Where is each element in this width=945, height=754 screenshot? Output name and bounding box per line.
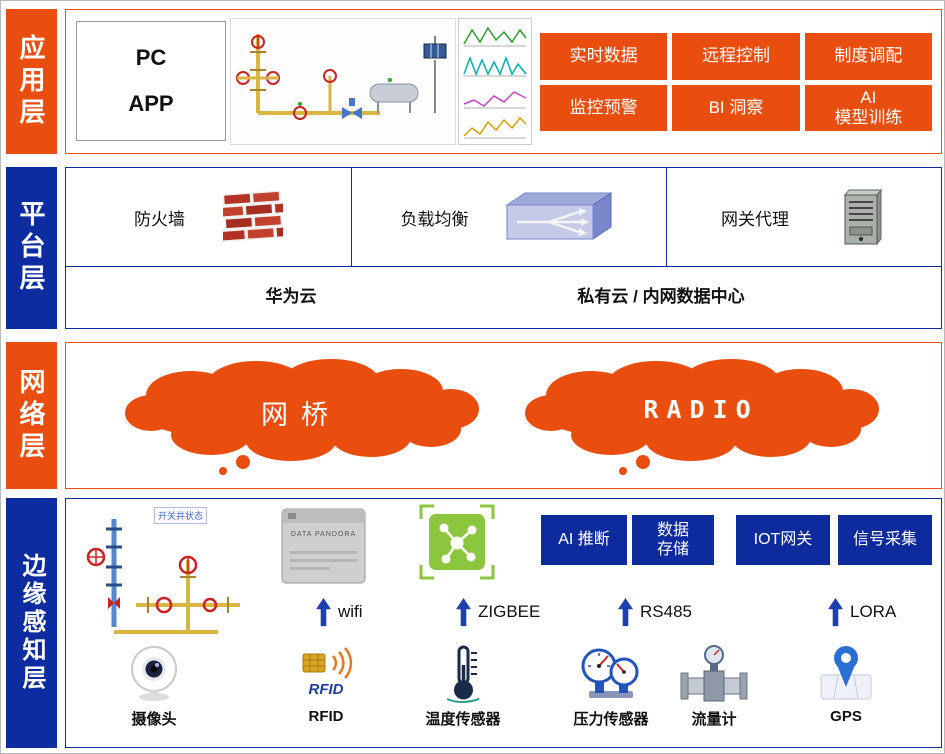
gps-label: GPS xyxy=(830,708,862,725)
monitoring-alert-button[interactable]: 监控预警 xyxy=(540,84,668,131)
load-balancer-cell: 负载均衡 xyxy=(351,168,666,266)
flow-meter-device: 流量计 xyxy=(659,639,769,729)
rfid-icon-text: RFID xyxy=(308,680,344,698)
app-label: APP xyxy=(128,91,174,116)
load-balancer-icon xyxy=(504,192,613,240)
up-arrow-icon xyxy=(456,597,471,627)
layer-label-network: 网络层 xyxy=(6,342,57,489)
rfid-chip-icon xyxy=(302,646,353,679)
layer-label-edge: 边缘感知层 xyxy=(6,498,57,748)
data-pandora-label: DATA PANDORA xyxy=(290,531,357,538)
protocol-wifi: wifi xyxy=(316,597,363,627)
pressure-gauge-icon xyxy=(581,648,639,698)
platform-layer-panel: 防火墙 负载均衡 xyxy=(65,167,942,329)
up-arrow-icon xyxy=(316,597,331,627)
remote-control-button[interactable]: 远程控制 xyxy=(672,33,800,80)
divider xyxy=(351,168,352,266)
edge-gateway-box-icon xyxy=(281,508,366,584)
protocol-lora: LORA xyxy=(828,597,896,627)
wellhead-schematic-icon xyxy=(86,519,240,634)
load-balancer-label: 负载均衡 xyxy=(400,209,469,229)
trend-charts-icon xyxy=(458,18,532,145)
radio-cloud-label: RADIO xyxy=(643,395,759,424)
radio-cloud: RADIO xyxy=(521,357,881,477)
cloud-shape-icon xyxy=(525,359,879,475)
pc-app-box: PC APP xyxy=(76,21,226,141)
rfid-device: RFID RFID xyxy=(271,639,381,725)
bridge-cloud-label: 网桥 xyxy=(261,400,341,430)
ai-inference-chip[interactable]: AI 推断 xyxy=(541,515,627,565)
gps-pin-icon xyxy=(820,646,872,700)
cloud-shape-icon xyxy=(125,359,479,475)
scada-diagram-icon xyxy=(230,18,456,145)
protocol-zigbee: ZIGBEE xyxy=(456,597,540,627)
divider xyxy=(666,168,667,266)
rfid-label: RFID xyxy=(308,708,344,725)
layer-label-platform: 平台层 xyxy=(6,167,57,329)
zigbee-module-icon xyxy=(419,504,495,580)
private-cloud-label: 私有云 / 内网数据中心 xyxy=(577,287,745,306)
gateway-proxy-label: 网关代理 xyxy=(721,209,789,229)
huawei-cloud-label: 华为云 xyxy=(265,287,317,306)
up-arrow-icon xyxy=(828,597,843,627)
divider xyxy=(66,266,941,267)
bridge-cloud: 网桥 xyxy=(121,357,481,477)
gateway-server-icon xyxy=(843,188,883,246)
protocol-zigbee-label: ZIGBEE xyxy=(478,602,541,621)
edge-layer-panel: 开关井状态 DATA PANDORA xyxy=(65,498,942,748)
layer-label-application: 应用层 xyxy=(6,9,57,154)
feature-button-grid: 实时数据 远程控制 制度调配 监控预警 BI 洞察 AI 模型训练 xyxy=(540,33,932,131)
pc-label: PC xyxy=(135,45,167,70)
thermometer-icon xyxy=(446,645,480,703)
firewall-cell: 防火墙 xyxy=(66,168,351,266)
firewall-label: 防火墙 xyxy=(134,209,185,229)
pressure-sensor-label: 压力传感器 xyxy=(573,711,649,728)
protocol-rs485: RS485 xyxy=(618,597,692,627)
webcam-icon xyxy=(131,646,177,701)
gps-device: GPS xyxy=(791,639,901,725)
protocol-lora-label: LORA xyxy=(850,602,897,621)
gateway-proxy-cell: 网关代理 xyxy=(666,168,940,266)
flow-meter-label: 流量计 xyxy=(691,711,737,728)
realtime-data-button[interactable]: 实时数据 xyxy=(540,33,668,80)
protocol-rs485-label: RS485 xyxy=(640,602,692,621)
protocol-wifi-label: wifi xyxy=(338,602,363,621)
up-arrow-icon xyxy=(618,597,633,627)
iot-gateway-chip[interactable]: IOT网关 xyxy=(736,515,830,565)
firewall-brick-icon xyxy=(223,191,283,243)
ai-training-button[interactable]: AI 模型训练 xyxy=(804,84,932,131)
camera-label: 摄像头 xyxy=(131,711,177,728)
application-layer-panel: PC APP xyxy=(65,9,942,154)
scheduling-button[interactable]: 制度调配 xyxy=(804,33,932,80)
flow-meter-icon xyxy=(680,645,748,702)
temperature-sensor-device: 温度传感器 xyxy=(408,639,518,729)
temperature-sensor-label: 温度传感器 xyxy=(425,711,501,728)
bi-insight-button[interactable]: BI 洞察 xyxy=(672,84,800,131)
data-pandora-box: DATA PANDORA xyxy=(276,505,371,587)
camera-device: 摄像头 xyxy=(99,639,209,729)
pressure-sensor-device: 压力传感器 xyxy=(556,639,666,729)
network-layer-panel: 网桥 RADIO xyxy=(65,342,942,489)
wellhead-status-note: 开关井状态 xyxy=(154,507,208,524)
signal-acquisition-chip[interactable]: 信号采集 xyxy=(838,515,932,565)
data-storage-chip[interactable]: 数据 存储 xyxy=(632,515,714,565)
